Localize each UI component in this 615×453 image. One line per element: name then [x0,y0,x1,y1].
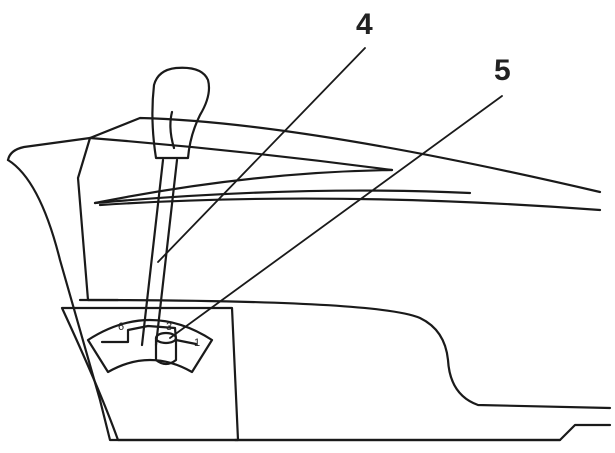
lever-peg-top [154,331,178,345]
lever-handle [151,66,211,160]
housing-outline [6,116,602,194]
lower-body-top [78,298,612,410]
dial-mark-6: 6 [118,321,124,333]
slot-line-base [98,197,602,212]
leader-line-4 [157,47,366,263]
slot-line-lower [93,189,472,205]
lever-shaft-left [140,158,165,347]
lever-peg-body [154,336,178,366]
inner-panel-top [88,136,394,172]
slot-line-upper [93,168,394,205]
callout-label-4: 4 [356,8,373,41]
dial-mark-3: 3 [166,321,172,333]
dial-window [86,318,214,374]
lever-handle-highlight [169,110,176,150]
lower-body-bottom [233,423,612,442]
callout-label-5: 5 [494,54,511,87]
leader-line-5 [169,95,503,339]
control-panel-box [60,306,240,442]
inner-panel [76,136,120,302]
dial-mark-1: 1 [194,337,200,349]
